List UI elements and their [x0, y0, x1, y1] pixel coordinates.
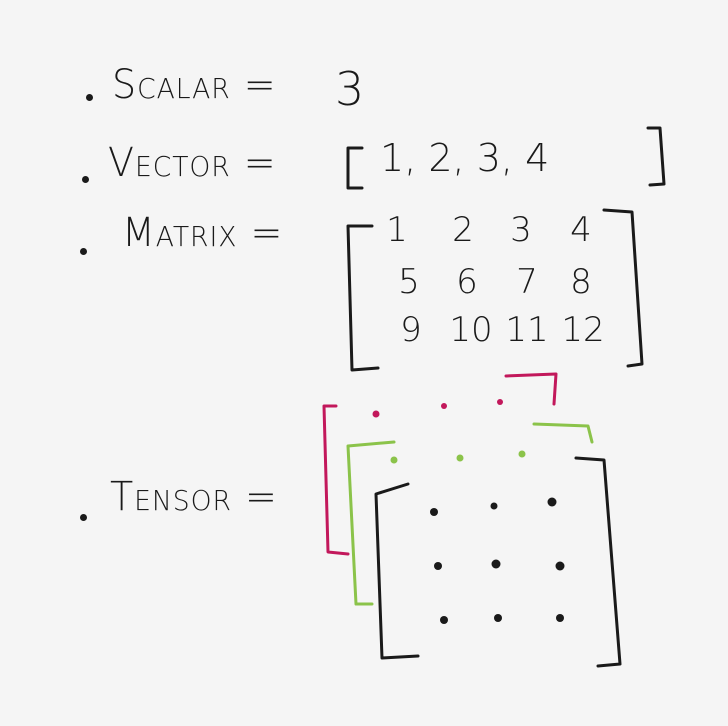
matrix-bracket-left — [346, 224, 380, 372]
tensor-equals: = — [231, 474, 278, 520]
matrix-cell-2: 2 — [452, 210, 474, 250]
vector-bracket-right — [646, 126, 666, 187]
matrix-bracket-right — [602, 208, 644, 368]
vector-label-text: Vector — [108, 140, 231, 186]
matrix-cell-7: 7 — [516, 262, 538, 302]
vector-value-2: 2 — [428, 136, 453, 180]
matrix-equals: = — [237, 210, 284, 256]
matrix-cell-8: 8 — [570, 262, 592, 302]
matrix-cell-11: 11 — [505, 310, 549, 350]
vector-bracket-left — [346, 146, 364, 190]
matrix-label-text: Matrix — [122, 210, 238, 256]
matrix-cell-3: 3 — [510, 210, 532, 250]
tensor-label-text: Tensor — [110, 474, 232, 520]
tensor-layer-front — [374, 456, 622, 668]
bullet-tensor — [80, 514, 87, 521]
matrix-cell-5: 5 — [398, 262, 420, 302]
scalar-label-text: Scalar — [112, 62, 231, 108]
bullet-vector — [82, 176, 89, 183]
tensor-layer-back — [322, 372, 558, 556]
matrix-cell-10: 10 — [449, 310, 493, 350]
vector-equals: = — [230, 140, 277, 186]
bullet-scalar — [86, 94, 93, 101]
vector-value-3: 3 — [476, 136, 501, 180]
vector-value-1: 1 — [380, 136, 405, 180]
vector-values: 1, 2, 3, 4 — [380, 136, 550, 180]
matrix-label: Matrix = — [122, 210, 283, 256]
matrix-cell-12: 12 — [561, 310, 605, 350]
scalar-equals: = — [230, 62, 277, 108]
bullet-matrix — [80, 248, 87, 255]
matrix-cell-1: 1 — [386, 210, 408, 250]
scalar-label: Scalar = — [112, 62, 277, 108]
matrix-cell-9: 9 — [400, 310, 422, 350]
tensor-layer-middle — [346, 422, 594, 606]
matrix-cell-6: 6 — [456, 262, 478, 302]
scalar-value: 3 — [335, 62, 365, 116]
matrix-cell-4: 4 — [570, 210, 592, 250]
tensor-label: Tensor = — [110, 474, 278, 520]
vector-value-4: 4 — [525, 136, 550, 180]
vector-label: Vector = — [108, 140, 277, 186]
